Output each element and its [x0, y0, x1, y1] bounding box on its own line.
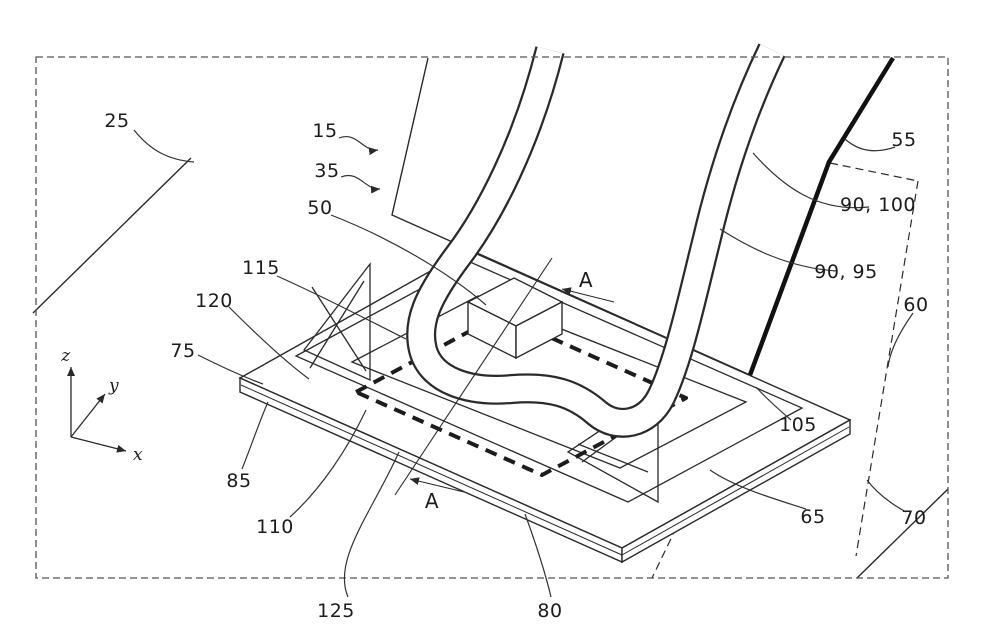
leader-105 [755, 386, 792, 421]
section-label-top: A [578, 268, 594, 292]
ref-label-90-100: 90, 100 [839, 194, 917, 216]
section-line [394, 257, 553, 496]
clip-tube-body [408, 44, 784, 436]
ref-label-55: 55 [891, 129, 917, 151]
ref-label-35: 35 [314, 160, 340, 182]
leader-70 [866, 479, 907, 513]
leader-15 [338, 135, 379, 156]
ground-plane-edges [32, 157, 949, 579]
ref-label-105: 105 [779, 414, 817, 436]
leader-115 [276, 275, 407, 340]
leader-55 [844, 138, 896, 152]
seal-dashed-outline [354, 313, 688, 477]
left-bracket-outline [302, 262, 371, 382]
ref-label-65: 65 [800, 506, 826, 528]
axis-label-x: x [132, 445, 144, 465]
leader-25 [133, 129, 195, 163]
flange-hidden-edge-top [829, 162, 919, 182]
flange-hidden-edges [651, 162, 919, 579]
flange-hidden-edge-right [855, 180, 919, 557]
axis-y-arrow [70, 393, 106, 438]
plate-laminate-line-left [240, 384, 623, 556]
clip-tube [406, 43, 786, 438]
ref-label-85: 85 [226, 470, 252, 492]
rim-outer-edge [294, 261, 804, 503]
ref-label-90-95: 90, 95 [814, 261, 878, 283]
ref-label-80: 80 [537, 600, 563, 622]
leader-35 [340, 174, 381, 194]
ref-label-50: 50 [307, 197, 333, 219]
leader-65 [709, 469, 807, 510]
leader-90-100 [752, 152, 870, 209]
center-block [466, 277, 564, 360]
axis-label-z: z [61, 346, 71, 366]
ref-label-60: 60 [903, 294, 929, 316]
thick-edge-line [747, 56, 895, 376]
leader-lines [133, 129, 914, 598]
ref-label-75: 75 [170, 340, 196, 362]
section-line-group [394, 257, 615, 496]
leader-80 [524, 513, 552, 598]
section-arrow-bottom [409, 477, 465, 493]
axis-label-y: y [108, 376, 120, 396]
coordinate-axes [67, 367, 127, 453]
mounting-rim [294, 261, 804, 504]
left-bracket-brace-2 [309, 280, 365, 369]
leader-75 [197, 354, 264, 385]
leader-120 [228, 306, 310, 380]
figure-border [35, 56, 949, 579]
ref-label-70: 70 [901, 507, 927, 529]
leader-85 [241, 401, 269, 470]
leader-90-95 [719, 228, 838, 272]
right-bracket-brace-1 [577, 443, 649, 473]
leader-50 [330, 214, 487, 306]
ref-label-120: 120 [195, 290, 233, 312]
section-label-bottom: A [424, 489, 440, 513]
leader-110 [289, 409, 367, 518]
plate-laminate-line-right [621, 426, 850, 556]
left-x-bracket [302, 262, 371, 382]
section-arrow-top [561, 287, 615, 303]
axis-x-arrow [70, 436, 127, 453]
left-bracket-brace-1 [311, 286, 367, 372]
ref-label-25: 25 [104, 110, 130, 132]
leader-125 [343, 451, 400, 598]
block-right-face [515, 300, 563, 360]
ref-label-125: 125 [317, 600, 355, 622]
ref-label-110: 110 [256, 516, 294, 538]
ref-label-115: 115 [242, 257, 280, 279]
ground-plane-edge-bottom-right [856, 488, 949, 579]
ref-label-15: 15 [312, 120, 338, 142]
ground-plane-edge-left [32, 157, 192, 314]
leader-60 [887, 312, 914, 368]
flange-hidden-edge-lower [651, 374, 751, 579]
